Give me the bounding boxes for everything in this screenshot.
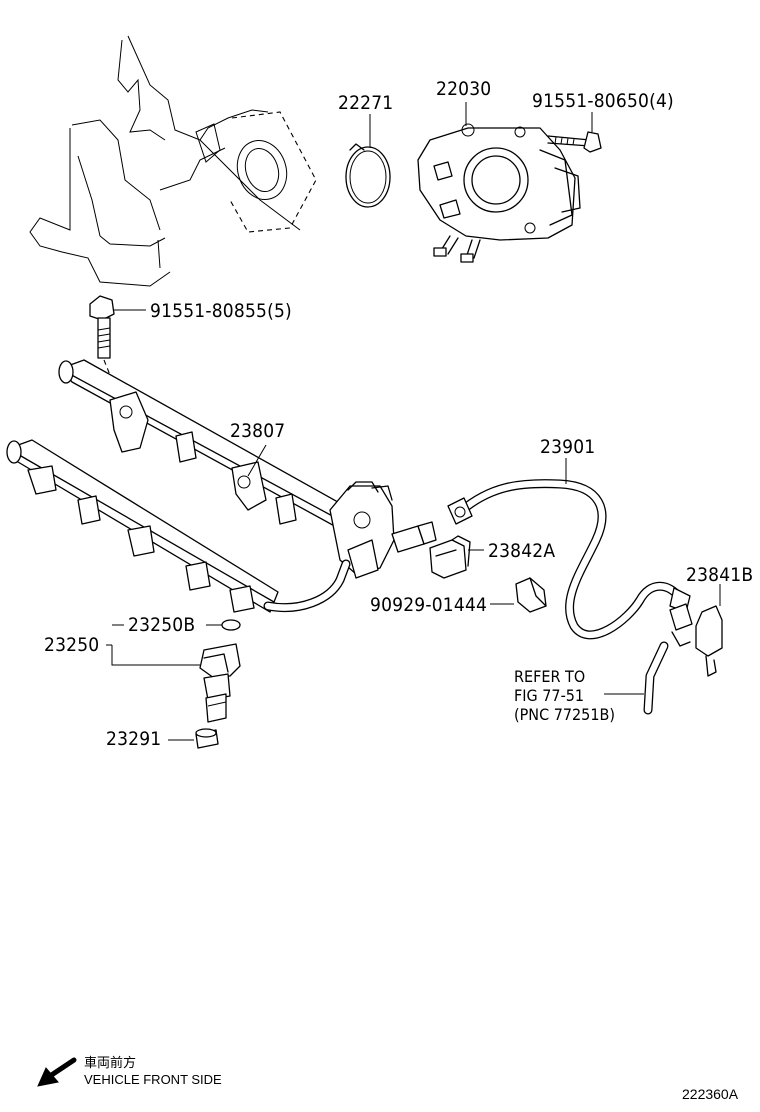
- connector-23842a[interactable]: [429, 535, 471, 579]
- fuel-delivery-pipe-lower[interactable]: [6, 439, 351, 613]
- label-23842a[interactable]: 23842A: [488, 540, 556, 562]
- hose-to-fig-77-51[interactable]: [643, 641, 669, 715]
- label-23901[interactable]: 23901: [540, 436, 596, 458]
- vehicle-front-arrow-icon: [37, 1057, 77, 1087]
- label-23250b[interactable]: 23250B: [128, 614, 196, 636]
- vehicle-front-label-en: VEHICLE FRONT SIDE: [84, 1072, 222, 1087]
- connector-23841b[interactable]: [669, 603, 723, 677]
- label-91551-80855[interactable]: 91551-80855(5): [150, 300, 292, 322]
- label-22030[interactable]: 22030: [436, 78, 492, 100]
- vehicle-front-label-jp: 車両前方: [84, 1055, 137, 1070]
- bolt-91551-80650[interactable]: [547, 131, 602, 153]
- refer-note-line3[interactable]: (PNC 77251B): [514, 705, 615, 724]
- refer-note-line2[interactable]: FIG 77-51: [514, 686, 585, 705]
- label-23291[interactable]: 23291: [106, 728, 162, 750]
- label-91551-80650[interactable]: 91551-80650(4): [532, 90, 674, 112]
- refer-note-line1[interactable]: REFER TO: [514, 667, 586, 686]
- fuel-injector-23250[interactable]: [199, 643, 241, 723]
- bolt-91551-80855[interactable]: [89, 295, 125, 411]
- label-90929-01444[interactable]: 90929-01444: [370, 594, 488, 616]
- throttle-body-22030[interactable]: [417, 123, 581, 263]
- label-23841b[interactable]: 23841B: [686, 564, 754, 586]
- insulator-23291[interactable]: [195, 728, 219, 749]
- gasket-22271[interactable]: [345, 143, 391, 208]
- leader-lines: [106, 102, 721, 741]
- label-23250[interactable]: 23250: [44, 634, 100, 656]
- intake-manifold-phantom: [29, 35, 317, 287]
- o-ring-23250b[interactable]: [221, 619, 241, 631]
- label-23807[interactable]: 23807: [230, 420, 286, 442]
- fuel-delivery-pipe-23807[interactable]: [58, 359, 437, 579]
- clip-90929-01444[interactable]: [515, 577, 547, 613]
- diagram-code: 222360A: [682, 1086, 739, 1102]
- fuel-hose-23901[interactable]: [447, 479, 691, 640]
- label-22271[interactable]: 22271: [338, 92, 394, 114]
